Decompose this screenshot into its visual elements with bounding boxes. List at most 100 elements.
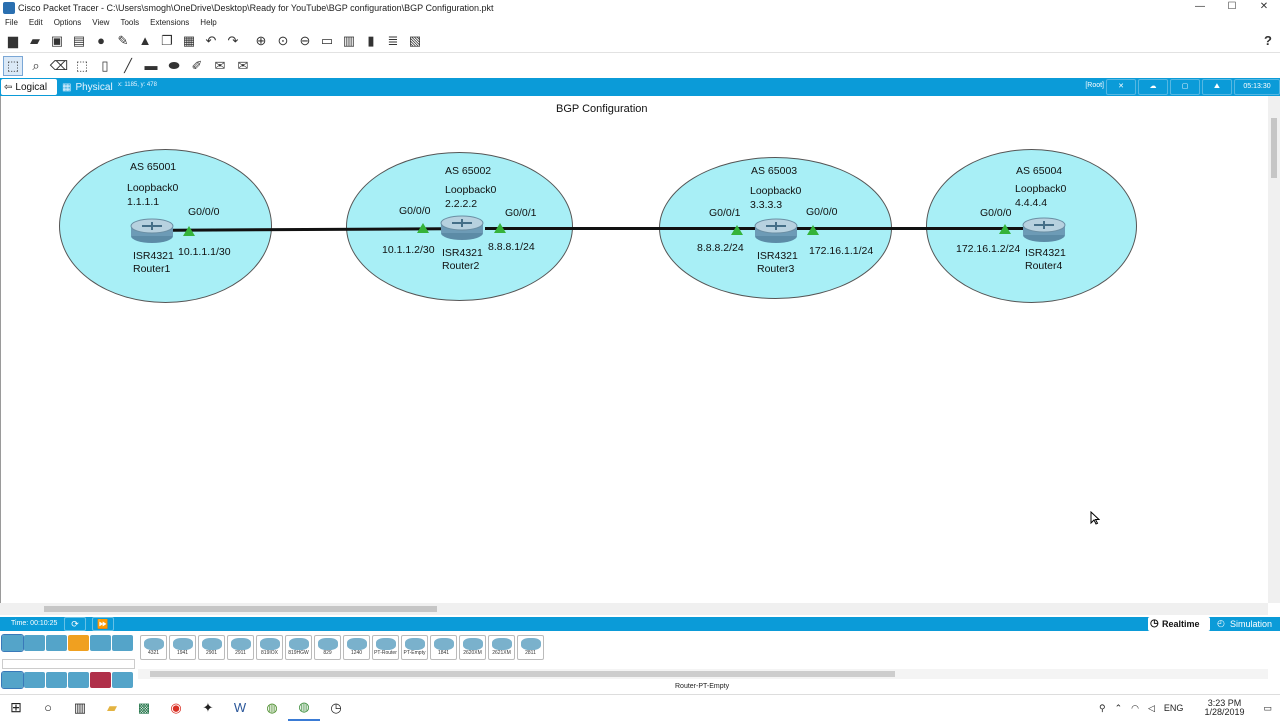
pdu-wizard-icon[interactable]: ▲: [138, 33, 152, 48]
wan-emulation-subcategory-icon[interactable]: [112, 672, 133, 688]
viewport-icon[interactable]: ⛰: [1202, 79, 1232, 95]
menu-help[interactable]: Help: [200, 18, 217, 27]
paste-icon[interactable]: ▦: [182, 32, 196, 48]
network-devices-category-icon[interactable]: [1, 634, 24, 652]
notes-icon[interactable]: ▮: [367, 32, 375, 48]
windows-start-icon[interactable]: ⊞: [10, 699, 22, 715]
end-devices-category-icon[interactable]: [24, 635, 45, 651]
word-icon[interactable]: W: [233, 700, 247, 715]
menu-tools[interactable]: Tools: [120, 18, 140, 27]
components-category-icon[interactable]: [46, 635, 67, 651]
router4-icon[interactable]: [1022, 217, 1066, 243]
search-icon[interactable]: ○: [44, 700, 52, 715]
root-label[interactable]: [Root]: [1085, 82, 1104, 89]
set-tiled-background-icon[interactable]: ▢: [1170, 79, 1200, 95]
zoom-reset-icon[interactable]: ⊙: [277, 32, 289, 48]
info-icon[interactable]: ●: [97, 33, 105, 48]
minimize-button[interactable]: —: [1195, 1, 1205, 12]
draw-rectangle-icon[interactable]: ▬: [144, 58, 158, 73]
place-note-icon[interactable]: ▯: [101, 57, 109, 73]
undo-icon[interactable]: ↶: [205, 32, 217, 48]
simple-pdu-icon[interactable]: ✉: [214, 57, 226, 73]
router2-icon[interactable]: [440, 215, 484, 241]
delete-icon[interactable]: ⌫: [49, 57, 69, 73]
chrome-icon[interactable]: ◉: [170, 699, 182, 715]
device-819hgw[interactable]: 819HGW: [285, 635, 312, 660]
security-subcategory-icon[interactable]: [90, 672, 111, 688]
zoom-out-icon[interactable]: ⊖: [299, 32, 311, 48]
image-icon[interactable]: ▧: [408, 32, 422, 48]
help-button[interactable]: ?: [1264, 33, 1272, 48]
zoom-in-icon[interactable]: ⊕: [255, 32, 267, 48]
menu-edit[interactable]: Edit: [28, 18, 43, 27]
workspace-horizontal-scrollbar[interactable]: [0, 603, 1268, 615]
maximize-button[interactable]: ☐: [1227, 1, 1237, 12]
device-1941[interactable]: 1941: [169, 635, 196, 660]
menu-options[interactable]: Options: [53, 18, 82, 27]
device-2901[interactable]: 2901: [198, 635, 225, 660]
complex-pdu-icon[interactable]: ✉: [237, 57, 249, 73]
router3-icon[interactable]: [754, 218, 798, 244]
logical-workspace[interactable]: BGP Configuration AS 65001 Loopba: [0, 96, 1268, 603]
device-4321[interactable]: 4321: [140, 635, 167, 660]
new-file-icon[interactable]: ▆: [8, 32, 18, 48]
device-list-scrollbar[interactable]: [138, 669, 1268, 679]
taskbar-clock[interactable]: 3:23 PM 1/28/2019: [1195, 699, 1244, 717]
device-pt-empty[interactable]: PT-Empty: [401, 635, 428, 660]
excel-icon[interactable]: ▩: [137, 699, 151, 715]
power-cycle-devices-icon[interactable]: ⟳: [64, 617, 86, 631]
environment-clock[interactable]: 05:13:30: [1234, 79, 1280, 95]
resize-shape-icon[interactable]: ⬚: [75, 57, 89, 73]
device-pt-router[interactable]: PT-Router: [372, 635, 399, 660]
copy-icon[interactable]: ❐: [161, 32, 173, 48]
drawing-palette-icon[interactable]: ▭: [320, 32, 334, 48]
tab-logical[interactable]: ⇦ Logical: [1, 79, 57, 95]
realtime-mode-button[interactable]: ◷ Realtime: [1148, 617, 1210, 631]
menu-view[interactable]: View: [92, 18, 110, 27]
device-819iox[interactable]: 819IOX: [256, 635, 283, 660]
link-router2-router3[interactable]: [485, 227, 777, 230]
new-cluster-icon[interactable]: ✕: [1106, 79, 1136, 95]
network-icon[interactable]: ◠: [1131, 702, 1139, 713]
move-object-icon[interactable]: ☁: [1138, 79, 1168, 95]
device-filter-field[interactable]: [2, 659, 135, 669]
device-2911[interactable]: 2911: [227, 635, 254, 660]
packet-tracer-taskbar-icon[interactable]: ◍: [288, 695, 320, 721]
device-1841[interactable]: 1841: [430, 635, 457, 660]
multiuser-category-icon[interactable]: [112, 635, 133, 651]
notifications-icon[interactable]: ▭: [1263, 702, 1272, 713]
wireless-subcategory-icon[interactable]: [68, 672, 89, 688]
menu-file[interactable]: File: [5, 18, 18, 27]
app-icon[interactable]: ◍: [266, 699, 278, 715]
file-explorer-icon[interactable]: ▰: [107, 699, 117, 715]
switches-subcategory-icon[interactable]: [24, 672, 45, 688]
freeform-icon[interactable]: ✐: [191, 57, 203, 73]
menu-extensions[interactable]: Extensions: [150, 18, 190, 27]
redo-icon[interactable]: ↷: [227, 32, 239, 48]
miscellaneous-category-icon[interactable]: [90, 635, 111, 651]
language-indicator[interactable]: ENG: [1163, 703, 1184, 713]
show-hidden-icons-icon[interactable]: ⌃: [1114, 702, 1123, 713]
custom-devices-icon[interactable]: ▥: [342, 32, 356, 48]
hubs-subcategory-icon[interactable]: [46, 672, 67, 688]
fast-forward-time-icon[interactable]: ⏩: [92, 617, 114, 631]
select-icon[interactable]: ⬚: [3, 55, 23, 76]
draw-ellipse-icon[interactable]: ⬬: [168, 57, 180, 73]
open-folder-icon[interactable]: ▰: [30, 32, 40, 48]
activity-wizard-icon[interactable]: ✎: [117, 32, 129, 48]
clock-app-icon[interactable]: ◷: [330, 699, 342, 715]
save-icon[interactable]: ▣: [50, 32, 64, 48]
volume-icon[interactable]: ◁: [1148, 702, 1155, 713]
draw-line-icon[interactable]: ╱: [124, 57, 132, 73]
task-view-icon[interactable]: ▥: [73, 699, 87, 715]
tab-physical[interactable]: ▦ Physical: [62, 79, 113, 95]
app-icon[interactable]: ✦: [202, 699, 214, 715]
people-icon[interactable]: ⚲: [1099, 702, 1106, 713]
device-2620xm[interactable]: 2620XM: [459, 635, 486, 660]
device-2621xm[interactable]: 2621XM: [488, 635, 515, 660]
close-button[interactable]: ✕: [1259, 1, 1269, 12]
workspace-vertical-scrollbar[interactable]: [1268, 96, 1280, 603]
connections-category-icon[interactable]: [68, 635, 89, 651]
device-1240[interactable]: 1240: [343, 635, 370, 660]
device-829[interactable]: 829: [314, 635, 341, 660]
